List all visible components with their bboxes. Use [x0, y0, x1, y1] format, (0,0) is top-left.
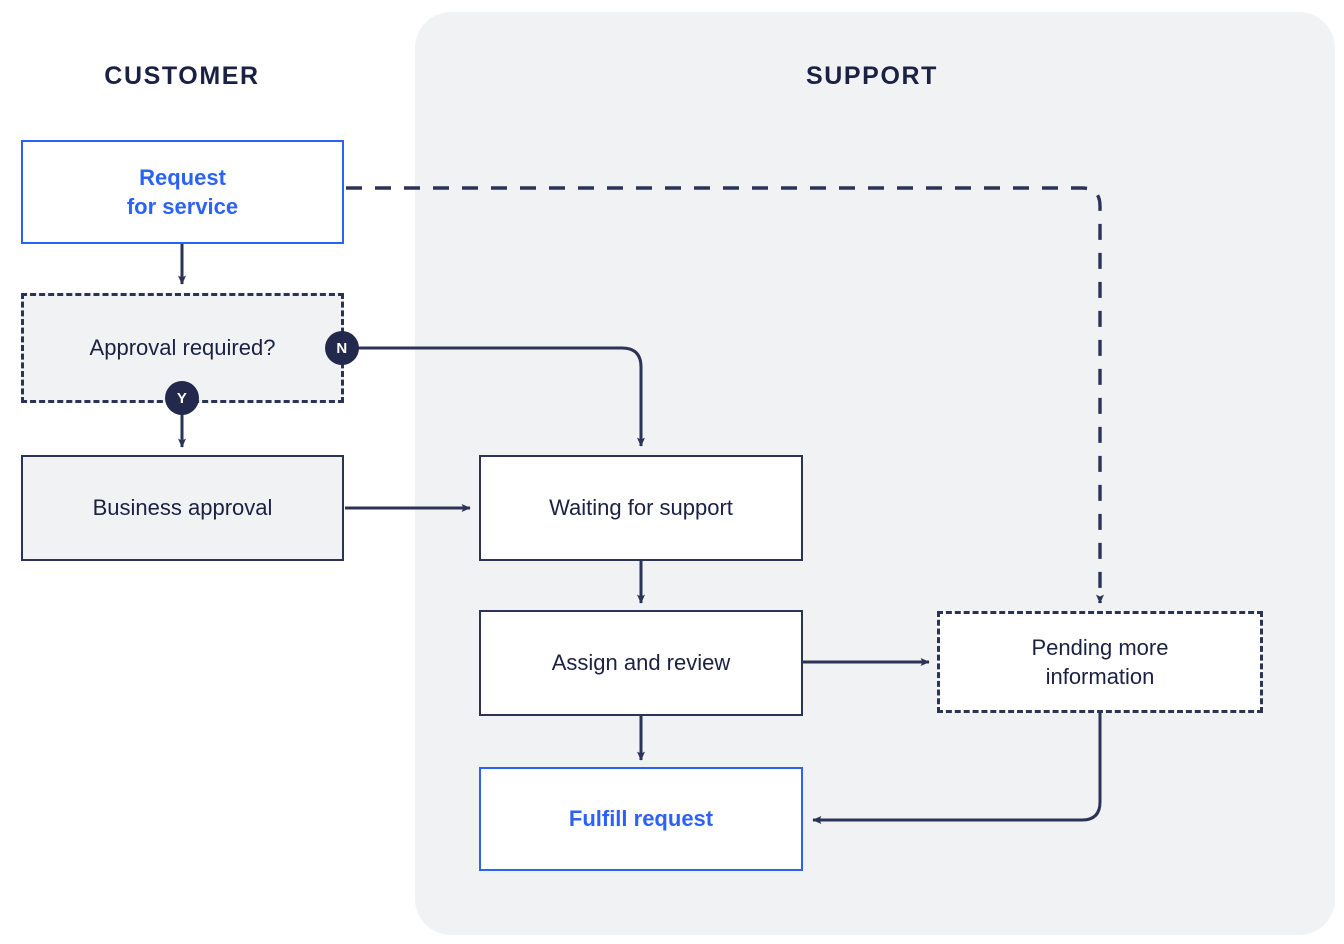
branch-badge-yes-label: Y — [176, 389, 188, 407]
lane-title-support: SUPPORT — [805, 62, 939, 90]
node-assign-and-review[interactable]: Assign and review — [479, 610, 803, 716]
node-waiting-for-support[interactable]: Waiting for support — [479, 455, 803, 561]
node-business-approval[interactable]: Business approval — [21, 455, 344, 561]
node-pending-more-information-line2: information — [1045, 664, 1155, 689]
lane-title-customer: CUSTOMER — [104, 62, 260, 90]
branch-badge-yes: Y — [165, 381, 199, 415]
node-fulfill-request-label: Fulfill request — [568, 806, 714, 832]
node-approval-required-label: Approval required? — [89, 335, 276, 361]
node-request-for-service-line2: for service — [126, 194, 239, 219]
node-fulfill-request[interactable]: Fulfill request — [479, 767, 803, 871]
node-request-for-service[interactable]: Request for service — [21, 140, 344, 244]
node-request-for-service-line1: Request — [139, 164, 226, 190]
node-waiting-for-support-label: Waiting for support — [549, 495, 733, 521]
node-pending-more-information-line1: Pending more — [1031, 634, 1169, 660]
connector-approval-no-to-waiting — [357, 346, 645, 447]
node-pending-more-information[interactable]: Pending more information — [937, 611, 1263, 713]
connector-request-to-pending-dashed — [346, 186, 1104, 604]
branch-badge-no: N — [325, 331, 359, 365]
connector-pending-to-fulfill — [812, 713, 1102, 824]
node-assign-and-review-label: Assign and review — [551, 650, 731, 676]
branch-badge-no-label: N — [336, 339, 348, 357]
node-business-approval-label: Business approval — [92, 495, 273, 521]
